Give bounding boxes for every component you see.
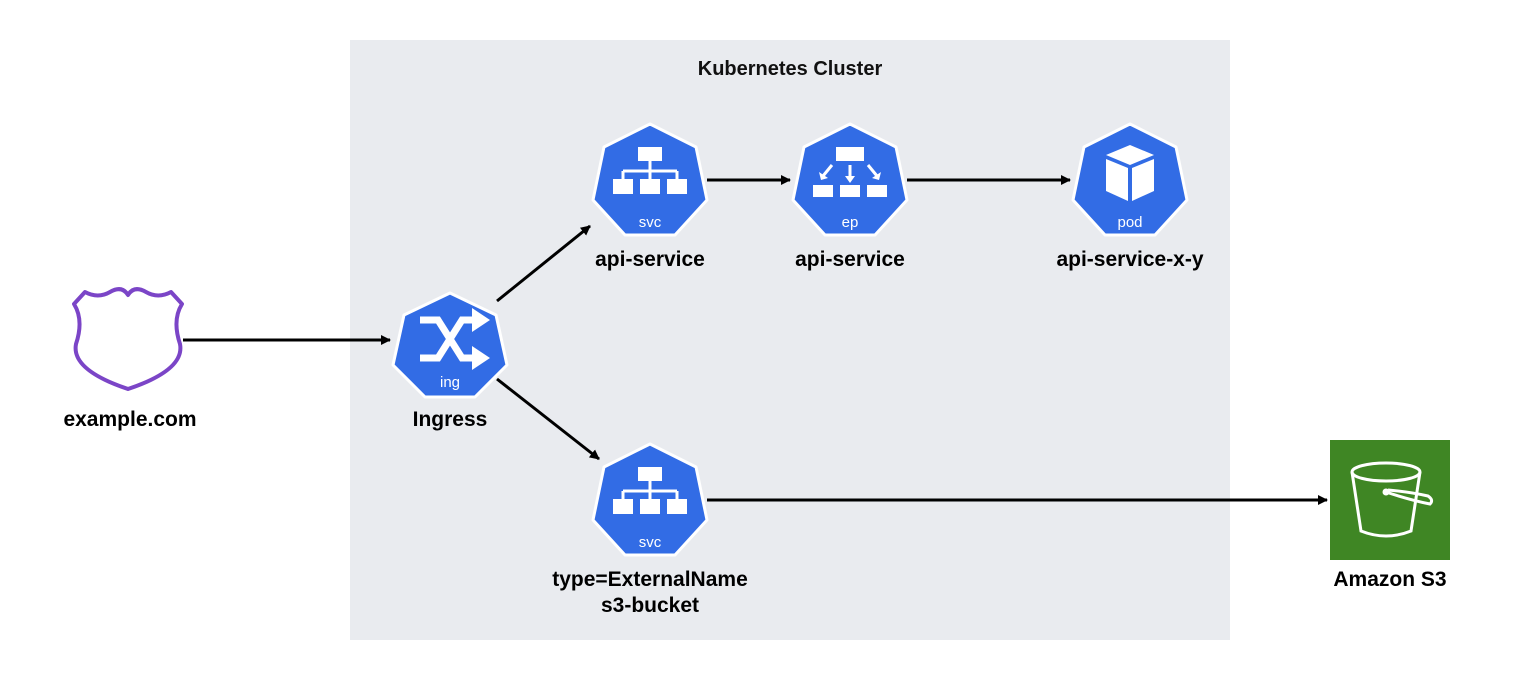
hierarchy-icon: svc [591, 122, 709, 237]
ingress-label: Ingress [412, 408, 488, 431]
svc-api-kind: svc [639, 214, 662, 231]
shuffle-icon: ing [391, 291, 509, 399]
endpoints-icon: ep [791, 122, 909, 237]
ep-api-kind: ep [842, 214, 859, 231]
example-label: example.com [63, 408, 197, 431]
cube-icon: pod [1071, 122, 1189, 237]
edge-ingress-to-api-svc [496, 224, 591, 303]
ep-api-label: api-service [795, 248, 905, 271]
s3-label: Amazon S3 [1333, 568, 1447, 591]
svc-s3-label-line1: type=ExternalName [552, 568, 748, 591]
svc-s3-label-line2: s3-bucket [600, 594, 700, 617]
svc-s3-kind: svc [639, 534, 662, 551]
edge-ingress-to-s3-svc [496, 377, 600, 461]
pod-label: api-service-x-y [1056, 248, 1204, 271]
pod-kind: pod [1117, 214, 1142, 231]
shield-icon [72, 287, 184, 391]
bucket-icon [1330, 440, 1450, 560]
ingress-kind: ing [440, 374, 460, 391]
hierarchy-icon: svc [591, 442, 709, 557]
cluster-title: Kubernetes Cluster [697, 58, 883, 80]
svc-api-label: api-service [595, 248, 705, 271]
